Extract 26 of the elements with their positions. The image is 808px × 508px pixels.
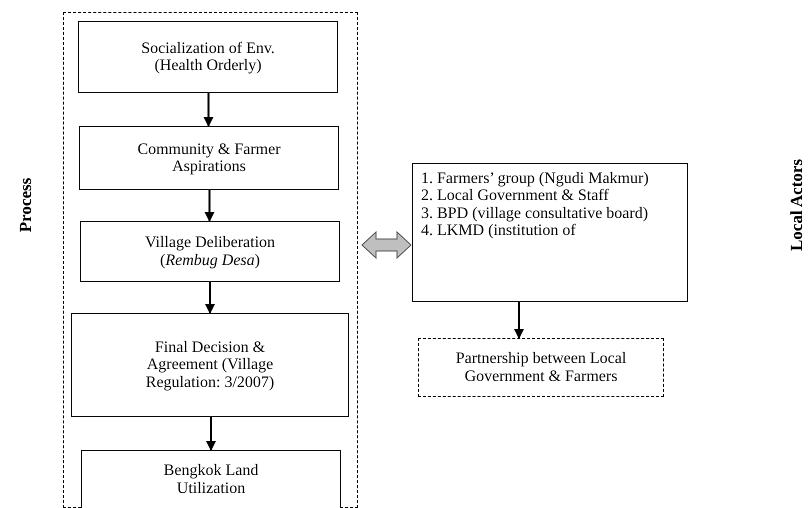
process-box	[71, 313, 349, 417]
process-box	[78, 21, 338, 93]
process-box	[80, 221, 340, 282]
process-box	[81, 450, 341, 508]
axis-heading: Local Actors	[787, 158, 808, 252]
actor-list-box	[412, 163, 688, 302]
process-box	[79, 126, 339, 190]
double-block-arrow	[361, 230, 412, 260]
list-item: 3. BPD (village consultative board)	[421, 204, 650, 222]
arrow	[206, 417, 216, 451]
arrow	[204, 190, 214, 222]
box-text: Socialization of Env. (Health Orderly)	[140, 40, 276, 74]
list-item: 1. Farmers’ group (Ngudi Makmur)	[421, 170, 650, 188]
box-text: Final Decision & Agreement (Village Regulation: 3/2007)	[144, 339, 276, 391]
dashed-frame	[63, 12, 358, 508]
arrow	[514, 302, 524, 339]
arrow	[204, 93, 214, 127]
arrow	[205, 282, 215, 314]
box-text: Village Deliberation (Rembug Desa)	[144, 234, 276, 269]
outcome-box	[418, 338, 664, 397]
box-text: Bengkok Land Utilization	[162, 462, 260, 497]
list-item: 4. LKMD (institution of	[421, 222, 577, 240]
box-text: Community & Farmer Aspirations	[136, 140, 282, 176]
list-item: 2. Local Government & Staff	[421, 187, 610, 205]
box-text: Partnership between Local Government & Farmers	[454, 350, 628, 385]
axis-heading: Process	[16, 178, 36, 232]
